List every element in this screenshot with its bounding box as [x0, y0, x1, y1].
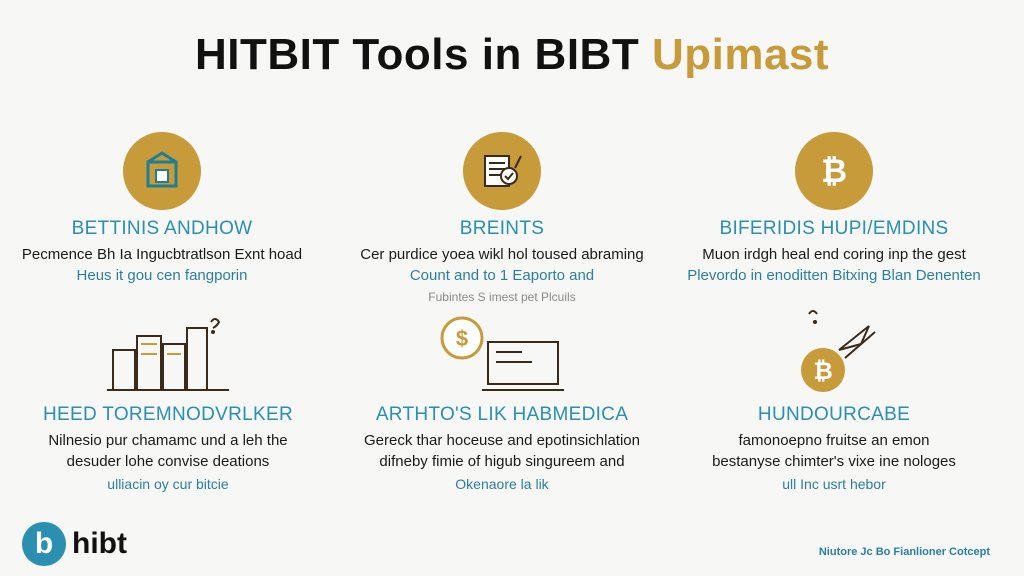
- svg-text:₿: ₿: [821, 153, 847, 189]
- card-line: ull Inc usrt hebor: [782, 476, 886, 492]
- feature-card-3: ₿ BIFERIDIS HUPI/EMDINS Muon irdgh heal …: [664, 132, 1004, 284]
- card-line: Gereck thar hoceuse and epotinsichlation: [363, 432, 640, 449]
- card-title: HEED TOREMNODVRLKER: [43, 404, 293, 425]
- brand-logo[interactable]: b hibt: [22, 522, 127, 566]
- bitcoin-rocket-icon: ₿: [779, 300, 889, 396]
- card-line: Okenaore la lik: [455, 476, 549, 492]
- laptop-coin-icon: $: [432, 310, 572, 396]
- feature-card-6: ₿ HUNDOURCABE famonoepno fruitse an emon…: [664, 300, 1004, 492]
- card-title: BIFERIDIS HUPI/EMDINS: [719, 218, 949, 239]
- logo-wordmark: hibt: [72, 527, 127, 560]
- building-box-icon: [123, 132, 201, 210]
- card-title: BETTINIS ANDHOW: [71, 218, 253, 239]
- svg-text:$: $: [456, 326, 468, 351]
- card-title: BREINTS: [459, 218, 545, 239]
- feature-card-4: HEED TOREMNODVRLKER Nilnesio pur chamamc…: [0, 310, 338, 492]
- card-line: Nilnesio pur chamamc und a leh the: [48, 432, 288, 449]
- card-title: HUNDOURCABE: [757, 404, 911, 425]
- feature-card-5: $ ARTHTO'S LIK HABMEDICA Gereck thar hoc…: [332, 310, 672, 492]
- card-line: Cer purdice yoea wikl hol toused abramin…: [360, 246, 644, 263]
- card-line: Fubintes S imest pet Plcuils: [428, 290, 576, 304]
- feature-card-2: BREINTS Cer purdice yoea wikl hol toused…: [332, 132, 672, 304]
- bitcoin-icon: ₿: [795, 132, 873, 210]
- document-check-icon: [463, 132, 541, 210]
- card-line: Heus it gou cen fangporin: [76, 267, 248, 284]
- card-line: famonoepno fruitse an emon: [738, 432, 930, 449]
- card-line: bestanyse chimter's vixe ine nologes: [712, 453, 956, 470]
- card-line: ulliacin oy cur bitcie: [107, 476, 229, 492]
- card-line: desuder lohe convise deations: [66, 453, 270, 470]
- page-title: HITBIT Tools in BIBT Upimast: [0, 30, 1024, 80]
- card-line: Muon irdgh heal end coring inp the gest: [702, 246, 966, 263]
- svg-text:₿: ₿: [813, 358, 833, 385]
- title-main: HITBIT Tools in BIBT: [194, 30, 640, 79]
- card-line: Count and to 1 Eaporto and: [409, 267, 595, 284]
- card-line: Pecmence Bh Ia Ingucbtratlson Exnt hoad: [21, 246, 303, 263]
- footer-note: Niutore Jc Bo Fianlioner Cotcept: [818, 546, 990, 558]
- card-title: ARTHTO'S LIK HABMEDICA: [375, 404, 629, 425]
- card-line: difneby fimie of higub singureem and: [379, 453, 625, 470]
- card-line: Plevordo in enoditten Bitxing Blan Denen…: [687, 267, 981, 284]
- city-skyline-icon: [103, 310, 233, 396]
- feature-card-1: BETTINIS ANDHOW Pecmence Bh Ia Ingucbtra…: [0, 132, 332, 284]
- title-accent: Upimast: [651, 30, 830, 79]
- logo-mark: b: [22, 522, 66, 566]
